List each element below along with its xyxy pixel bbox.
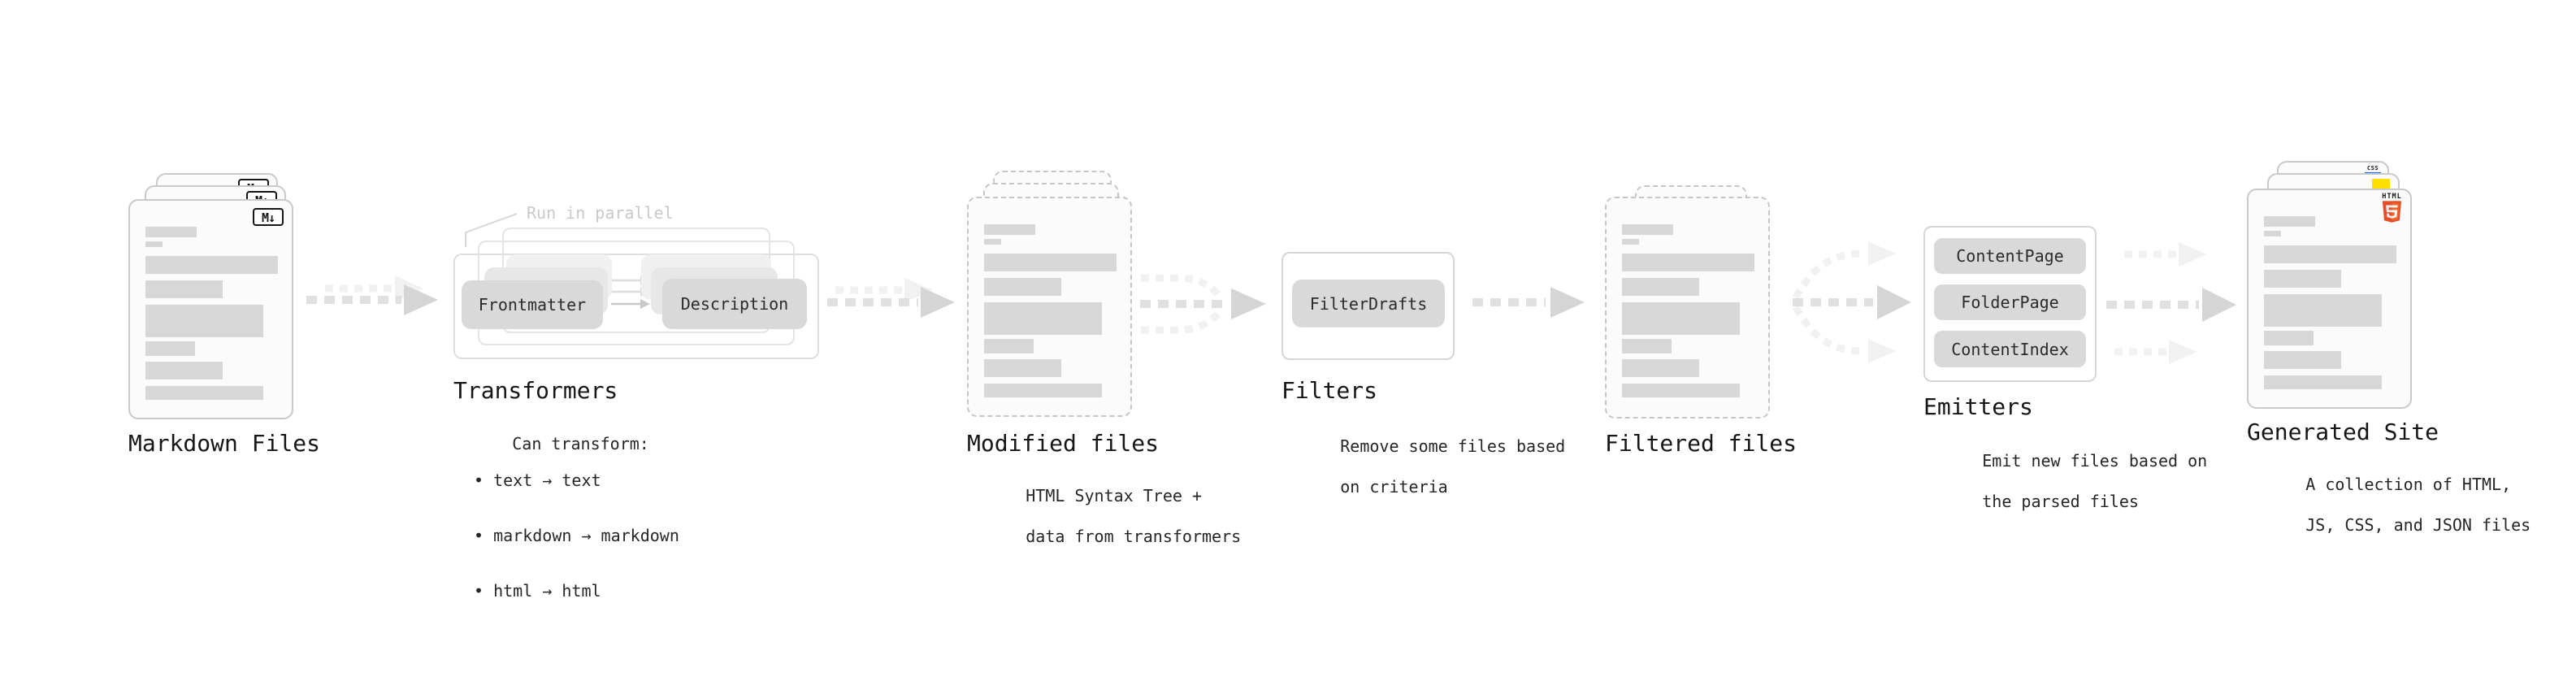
placeholder-text-bar	[2264, 351, 2341, 369]
placeholder-text-bar	[1622, 302, 1740, 335]
html5-icon: HTML	[2381, 193, 2403, 226]
html-file-card: HTML	[2247, 189, 2412, 409]
placeholder-text-bar	[145, 227, 197, 237]
placeholder-text-bar	[1622, 384, 1740, 397]
placeholder-text-bar	[145, 256, 278, 274]
transformer-frame-front	[453, 254, 819, 359]
frontmatter-pill: Frontmatter	[462, 280, 603, 329]
arrow-emitters-to-generated	[2106, 242, 2236, 364]
placeholder-text-bar	[984, 254, 1117, 271]
arrow-modified-to-filters	[1140, 274, 1266, 334]
desc-line: A collection of HTML,	[2305, 475, 2512, 494]
modified-file-card	[967, 197, 1132, 417]
desc-line: Emit new files based on	[1982, 451, 2208, 471]
transformers-description: Can transform: • text → text • markdown …	[453, 416, 679, 637]
emitters-label: Emitters	[1923, 393, 2033, 420]
javascript-icon	[2372, 179, 2390, 189]
desc-line: JS, CSS, and JSON files	[2305, 515, 2531, 535]
desc-line: Can transform:	[512, 433, 649, 453]
placeholder-text-bar	[984, 278, 1061, 296]
filtered-files-label: Filtered files	[1605, 430, 1798, 457]
placeholder-text-bar	[2264, 231, 2281, 236]
placeholder-text-bar	[984, 384, 1102, 397]
markdown-files-label: Markdown Files	[128, 430, 321, 457]
placeholder-text-bar	[2264, 245, 2396, 263]
contentpage-pill: ContentPage	[1934, 238, 2086, 274]
placeholder-text-bar	[984, 339, 1034, 354]
placeholder-text-bar	[145, 280, 223, 298]
arrow-transformers-to-modified	[827, 278, 955, 318]
desc-line: • text → text	[474, 471, 601, 491]
placeholder-text-bar	[984, 359, 1061, 377]
emitters-description: Emit new files based on the parsed files	[1923, 431, 2207, 532]
placeholder-text-bar	[145, 341, 195, 356]
generated-site-description: A collection of HTML, JS, CSS, and JSON …	[2247, 454, 2530, 556]
desc-line: the parsed files	[1982, 492, 2139, 511]
filters-description: Remove some files based on criteria	[1281, 416, 1565, 518]
desc-line: • html → html	[474, 581, 601, 601]
placeholder-text-bar	[984, 224, 1035, 235]
placeholder-text-bar	[2264, 216, 2315, 227]
placeholder-text-bar	[1622, 224, 1673, 235]
placeholder-text-bar	[145, 386, 263, 400]
desc-line: Remove some files based	[1340, 436, 1566, 456]
placeholder-text-bar	[145, 362, 223, 380]
modified-files-description: HTML Syntax Tree + data from transformer…	[967, 466, 1241, 567]
callout-connector-line	[465, 213, 518, 247]
run-in-parallel-callout: Run in parallel	[527, 203, 674, 223]
desc-line: data from transformers	[1026, 527, 1242, 546]
placeholder-text-bar	[2264, 375, 2382, 389]
modified-files-label: Modified files	[967, 430, 1160, 457]
desc-line: HTML Syntax Tree +	[1026, 486, 1202, 505]
transformers-label: Transformers	[453, 377, 618, 404]
placeholder-text-bar	[1622, 339, 1672, 354]
placeholder-text-bar	[984, 239, 1001, 245]
filters-label: Filters	[1281, 377, 1378, 404]
placeholder-text-bar	[984, 302, 1102, 335]
generated-site-label: Generated Site	[2247, 419, 2439, 445]
desc-line: on criteria	[1340, 477, 1448, 497]
desc-line: • markdown → markdown	[474, 526, 679, 546]
placeholder-text-bar	[2264, 294, 2382, 327]
markdown-file-card: M↓	[128, 199, 293, 419]
contentindex-pill: ContentIndex	[1934, 331, 2086, 367]
arrow-filtered-to-emitters	[1793, 241, 1911, 363]
html5-shield	[2382, 201, 2401, 223]
filterdrafts-pill: FilterDrafts	[1292, 280, 1445, 327]
placeholder-text-bar	[145, 305, 263, 337]
folderpage-pill: FolderPage	[1934, 284, 2086, 320]
placeholder-text-bar	[1622, 278, 1699, 296]
description-pill: Description	[662, 279, 807, 329]
placeholder-text-bar	[2264, 270, 2341, 288]
placeholder-text-bar	[1622, 239, 1639, 245]
markdown-icon: M↓	[253, 208, 284, 226]
arrow-markdown-to-transformers	[306, 275, 438, 315]
placeholder-text-bar	[1622, 359, 1699, 377]
placeholder-text-bar	[2264, 331, 2314, 345]
arrow-filters-to-filtered	[1472, 287, 1585, 318]
placeholder-text-bar	[145, 241, 163, 247]
filtered-file-card	[1605, 197, 1770, 419]
placeholder-text-bar	[1622, 254, 1754, 271]
